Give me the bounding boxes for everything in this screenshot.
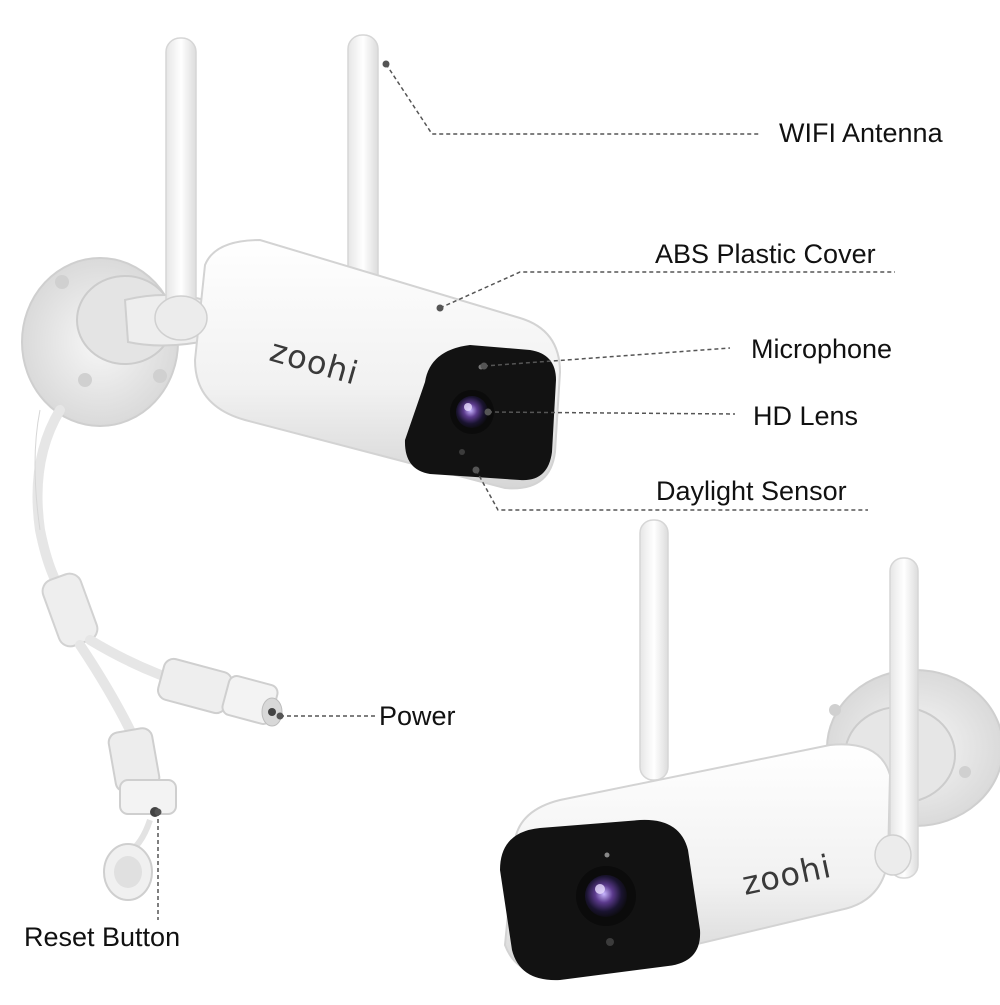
antenna-rear-2 bbox=[639, 519, 669, 781]
label-microphone: Microphone bbox=[751, 334, 893, 364]
camera-top: zoohi bbox=[21, 34, 562, 901]
label-reset-button: Reset Button bbox=[24, 922, 181, 952]
leader-abs-cover bbox=[436, 271, 895, 312]
antenna-front bbox=[165, 37, 197, 339]
label-power: Power bbox=[379, 701, 456, 731]
antenna-front-2 bbox=[889, 557, 919, 879]
leader-reset-button bbox=[154, 808, 162, 920]
label-wifi-antenna: WIFI Antenna bbox=[779, 118, 943, 148]
daylight-sensor bbox=[459, 449, 465, 455]
leader-wifi-antenna bbox=[382, 60, 760, 135]
leader-lines bbox=[154, 60, 895, 920]
camera-bottom: zoohi bbox=[500, 519, 1000, 981]
label-daylight-sensor: Daylight Sensor bbox=[656, 476, 847, 506]
power-plug bbox=[157, 657, 283, 727]
reset-connector bbox=[103, 727, 177, 901]
leader-daylight-sensor bbox=[472, 466, 868, 511]
label-hd-lens: HD Lens bbox=[753, 401, 859, 431]
label-abs-plastic-cover: ABS Plastic Cover bbox=[655, 239, 876, 269]
leader-microphone bbox=[480, 347, 731, 370]
antenna-rear bbox=[347, 34, 379, 291]
hd-lens-2 bbox=[585, 875, 627, 917]
hd-lens bbox=[456, 396, 488, 428]
leader-hd-lens bbox=[484, 408, 736, 416]
power-cable bbox=[32, 405, 73, 605]
leader-power bbox=[276, 712, 378, 720]
